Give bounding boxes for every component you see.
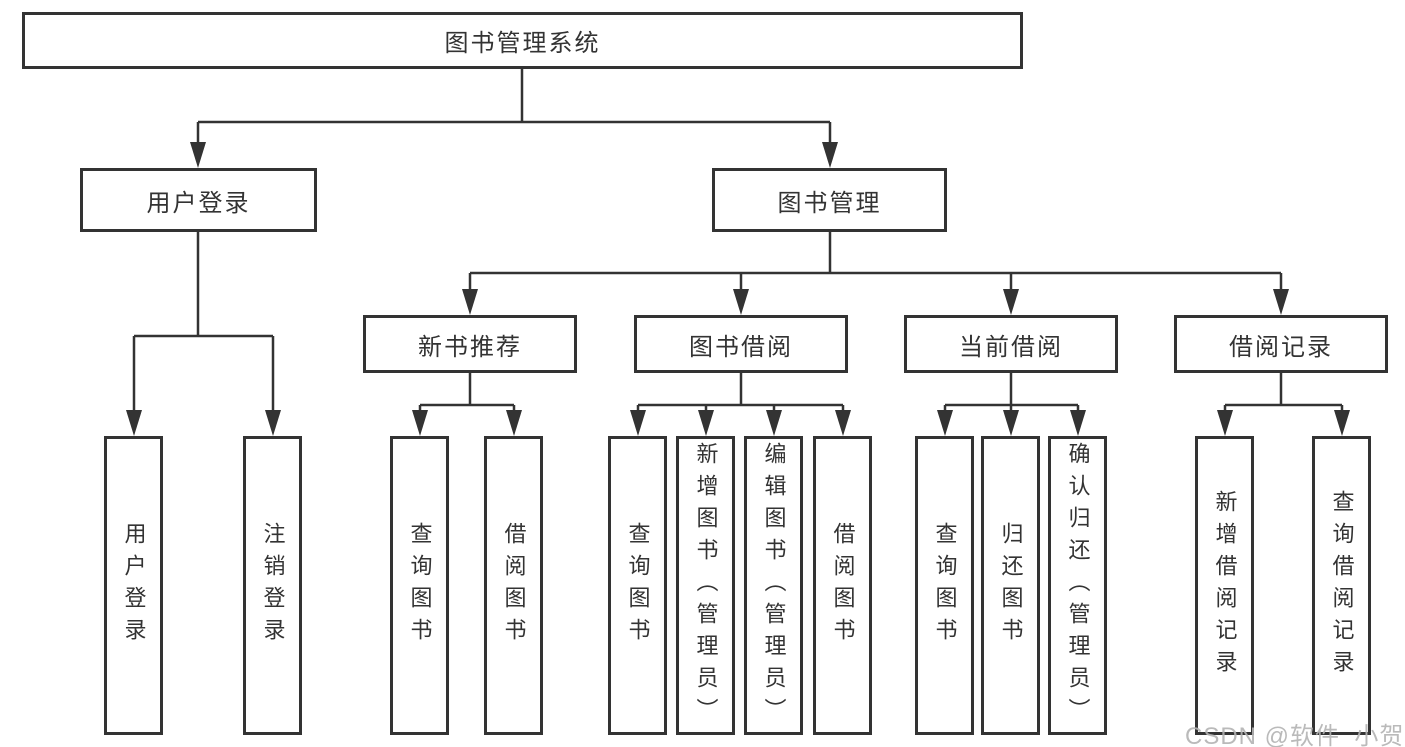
node-leaf-confirm-return-admin: 确认归还（管理员） [1048,436,1107,735]
leaf-label: 用户登录 [121,521,147,650]
leaf-label: 借阅图书 [830,521,856,650]
node-leaf-query-books-3: 查询图书 [915,436,974,735]
node-leaf-edit-books-admin: 编辑图书（管理员） [744,436,803,735]
edge-user-login-split [132,232,275,416]
leaf-label: 新增借阅记录 [1212,489,1238,682]
node-current-borrow-label: 当前借阅 [959,333,1063,361]
arrow-down-icon [1217,410,1233,436]
node-leaf-user-login: 用户登录 [104,436,163,735]
arrow-down-icon [835,410,851,436]
arrow-down-icon [1070,410,1086,436]
leaf-label: 确认归还（管理员） [1065,441,1091,730]
node-root-label: 图书管理系统 [444,30,601,57]
leaf-label: 编辑图书（管理员） [761,441,787,730]
edge-root-split [196,68,832,148]
node-borrow-records-label: 借阅记录 [1229,333,1333,361]
arrow-down-icon [1003,289,1019,315]
node-leaf-add-books-admin: 新增图书（管理员） [676,436,735,735]
node-book-mgmt: 图书管理 [712,168,947,232]
node-leaf-query-books-2: 查询图书 [608,436,667,735]
edge-current-borrow-split [943,373,1080,416]
arrow-down-icon [1273,289,1289,315]
arrow-down-icon [1003,410,1019,436]
node-user-login-label: 用户登录 [146,189,251,217]
arrow-down-icon [822,142,838,168]
node-user-login: 用户登录 [80,168,317,232]
node-leaf-return-books: 归还图书 [981,436,1040,735]
arrow-down-icon [190,142,206,168]
node-current-borrow: 当前借阅 [904,315,1118,373]
edge-new-books-split [418,373,516,416]
node-leaf-query-books-1: 查询图书 [390,436,449,735]
arrow-down-icon [698,410,714,436]
leaf-label: 借阅图书 [501,521,527,650]
edge-borrow-records-split [1223,373,1344,416]
leaf-label: 查询图书 [625,521,651,650]
leaf-label: 归还图书 [998,521,1024,650]
node-borrow-records: 借阅记录 [1174,315,1388,373]
arrow-down-icon [733,289,749,315]
node-book-mgmt-label: 图书管理 [777,189,882,217]
node-leaf-borrow-books-1: 借阅图书 [484,436,543,735]
leaf-label: 查询图书 [407,521,433,650]
arrow-down-icon [937,410,953,436]
arrow-down-icon [462,289,478,315]
arrow-down-icon [630,410,646,436]
csdn-watermark: CSDN @软件_小贺同学 [1185,723,1405,747]
arrow-down-icon [1334,410,1350,436]
arrowheads [126,142,1350,436]
node-leaf-query-borrow-record: 查询借阅记录 [1312,436,1371,735]
node-root: 图书管理系统 [22,12,1023,69]
edge-book-mgmt-split [468,232,1283,295]
leaf-label: 新增图书（管理员） [693,441,719,730]
arrow-down-icon [412,410,428,436]
arrow-down-icon [265,410,281,436]
node-new-books-label: 新书推荐 [418,333,522,361]
leaf-label: 查询借阅记录 [1329,489,1355,682]
node-book-borrow: 图书借阅 [634,315,848,373]
arrow-down-icon [126,410,142,436]
leaf-label: 查询图书 [932,521,958,650]
node-leaf-logout: 注销登录 [243,436,302,735]
node-leaf-add-borrow-record: 新增借阅记录 [1195,436,1254,735]
arrow-down-icon [506,410,522,436]
edge-book-borrow-split [636,373,845,416]
node-book-borrow-label: 图书借阅 [689,333,793,361]
node-new-books: 新书推荐 [363,315,577,373]
arrow-down-icon [766,410,782,436]
node-leaf-borrow-books-2: 借阅图书 [813,436,872,735]
leaf-label: 注销登录 [260,521,286,650]
